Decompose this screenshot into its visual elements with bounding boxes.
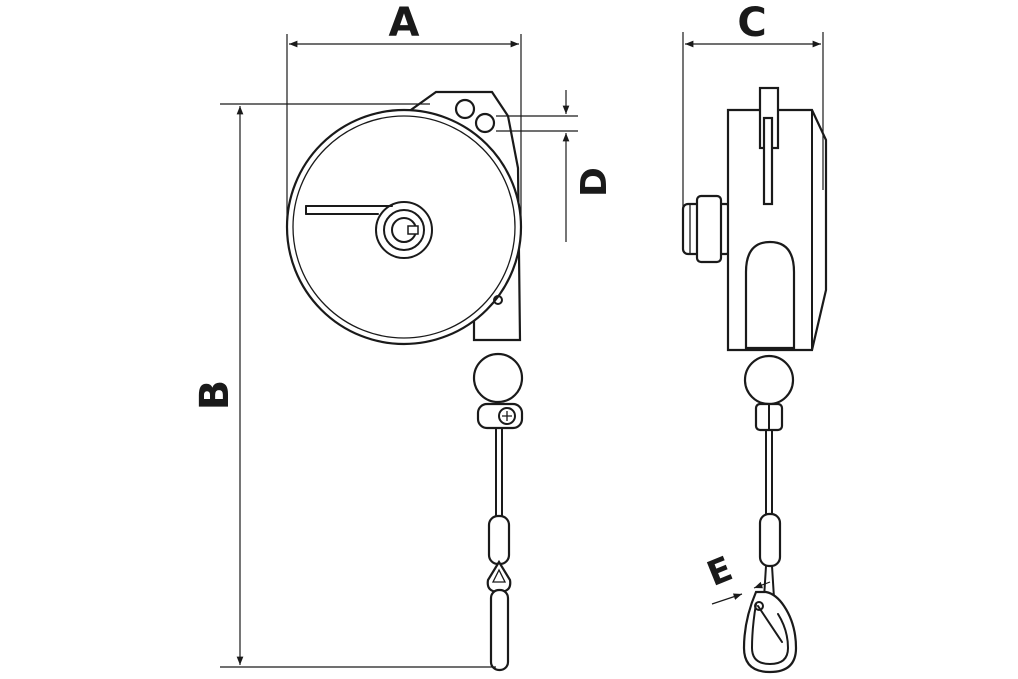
front-suspension-hole-2 <box>474 112 496 134</box>
front-drum-inner-ring <box>292 115 516 339</box>
front-hub-mid <box>383 209 425 251</box>
side-snap-hook-latch <box>757 605 783 643</box>
side-ball-stopper <box>743 354 795 406</box>
front-ball-stopper <box>472 352 524 404</box>
front-drum <box>285 108 523 346</box>
front-spring-slot <box>305 205 393 215</box>
dimension-e-line <box>711 593 743 605</box>
side-snap-hook <box>742 590 798 674</box>
side-hanger-slot <box>762 116 774 206</box>
side-cable <box>765 429 773 517</box>
dimension-lines <box>220 32 824 668</box>
front-view <box>285 90 524 672</box>
dimension-e-label: E <box>702 549 739 595</box>
dimension-a-label: A <box>389 0 420 46</box>
front-clamp-screw-icon <box>498 407 516 425</box>
front-hub-outer <box>375 201 433 259</box>
dimension-d-label: D <box>574 167 615 197</box>
side-view <box>681 86 828 674</box>
front-housing-screw <box>493 295 503 305</box>
front-suspension-hole-1 <box>454 98 476 120</box>
dimension-c-label: C <box>737 0 766 46</box>
dimension-b-label: B <box>192 380 238 411</box>
front-thimble <box>486 559 512 594</box>
side-shoe-window <box>744 240 796 350</box>
side-ferrule <box>758 512 782 568</box>
front-cable <box>495 427 503 517</box>
front-hook-shaft <box>489 588 510 672</box>
front-ferrule <box>487 514 511 566</box>
